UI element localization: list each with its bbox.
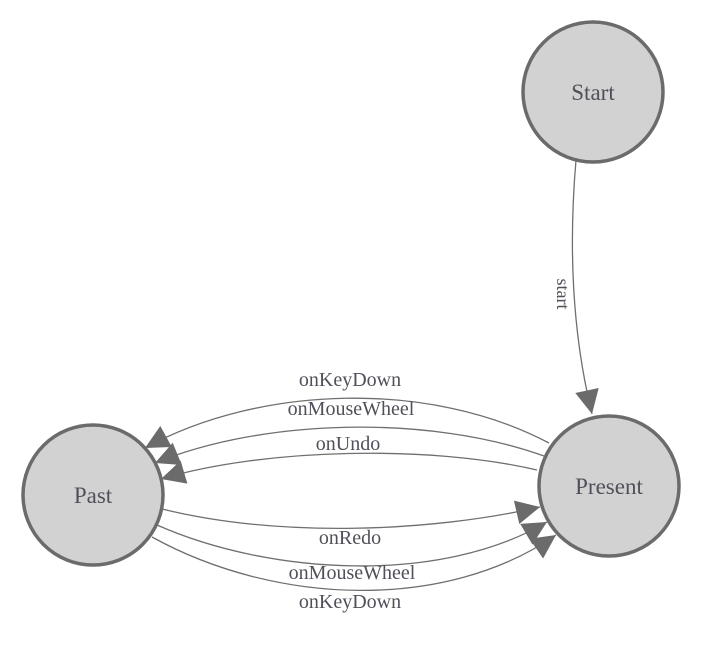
edge-past-to-present-onmousewheel [156, 521, 548, 567]
present-state-circle [537, 414, 681, 558]
arrowhead-onundo-to-past [161, 460, 188, 484]
present-state-label: Present [575, 474, 643, 499]
arrowhead-onkeydown-to-present [529, 535, 556, 559]
edge-lines [144, 159, 593, 592]
edge-present-to-past-onundo [160, 452, 538, 480]
arrowhead-onmousewheel-to-present [520, 522, 547, 545]
node-start: Start [521, 20, 665, 164]
edge-label-onundo: onUndo [316, 433, 380, 455]
edge-label-onkeydown-top: onKeyDown [299, 369, 401, 391]
edge-label-onkeydown-bottom: onKeyDown [299, 591, 401, 613]
edge-label-onredo: onRedo [319, 527, 381, 549]
arrowhead-onredo-to-present [513, 500, 540, 524]
start-state-circle [521, 20, 665, 164]
past-state-label: Past [74, 483, 113, 508]
start-state-label: Start [571, 80, 615, 105]
edge-past-to-present-onredo [161, 506, 541, 529]
edge-labels: start onKeyDown onMouseWheel onUndo onRe… [288, 279, 573, 614]
edge-start-to-present [571, 159, 593, 415]
past-state-circle [21, 423, 165, 567]
edge-present-to-past-onmousewheel [154, 426, 545, 464]
arrowheads [145, 388, 599, 559]
edge-present-to-past-onkeydown [144, 397, 550, 449]
arrowhead-start-to-present [575, 388, 599, 414]
edge-past-to-present-onkeydown [151, 534, 557, 592]
arrowhead-onmousewheel-to-past [155, 442, 182, 465]
edge-label-start: start [553, 279, 573, 310]
node-past: Past [21, 423, 165, 567]
edge-label-onmousewheel-bottom: onMouseWheel [289, 562, 416, 584]
node-present: Present [537, 414, 681, 558]
arrowhead-onkeydown-to-past [145, 426, 172, 448]
edge-label-onmousewheel-top: onMouseWheel [288, 398, 415, 420]
